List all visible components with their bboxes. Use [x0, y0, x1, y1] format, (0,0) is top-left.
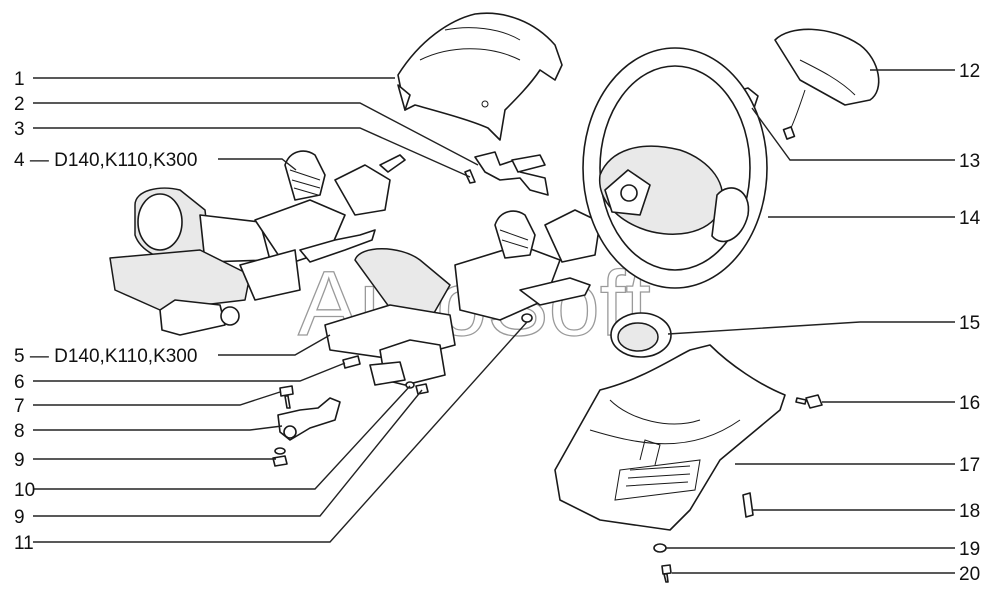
mounting-bracket — [464, 151, 549, 196]
callout-9-upper: 9 — [14, 450, 25, 471]
callout-9-lower: 9 — [14, 507, 25, 528]
callout-labels: 1 2 3 4 — D140,K110,K300 5 — D140,K110,K… — [14, 61, 981, 585]
upper-column-shroud — [397, 12, 563, 141]
callout-13: 13 — [959, 151, 980, 172]
callout-5: 5 — D140,K110,K300 — [14, 346, 197, 367]
callout-12: 12 — [959, 61, 980, 82]
steering-column-left — [109, 150, 406, 336]
small-hardware — [272, 355, 429, 467]
callout-3: 3 — [14, 119, 25, 140]
steering-wheel — [582, 47, 768, 289]
callout-8: 8 — [14, 421, 25, 442]
callout-6: 6 — [14, 372, 25, 393]
callout-18: 18 — [959, 501, 980, 522]
callout-14: 14 — [959, 208, 981, 229]
contact-ring — [610, 312, 672, 358]
callout-10: 10 — [14, 480, 35, 501]
callout-19: 19 — [959, 539, 980, 560]
callout-11: 11 — [14, 533, 34, 554]
leader-lines — [33, 69, 955, 574]
callout-7: 7 — [14, 396, 25, 417]
callout-20: 20 — [959, 564, 980, 585]
callout-16: 16 — [959, 393, 980, 414]
callout-15: 15 — [959, 313, 980, 334]
callout-1: 1 — [14, 69, 25, 90]
airbag-module — [774, 28, 880, 140]
steering-column-middle — [324, 199, 616, 386]
lower-column-shroud — [554, 344, 786, 531]
callout-2: 2 — [14, 94, 25, 115]
callout-17: 17 — [959, 455, 980, 476]
shroud-screws — [653, 394, 823, 583]
callout-4: 4 — D140,K110,K300 — [14, 150, 197, 171]
